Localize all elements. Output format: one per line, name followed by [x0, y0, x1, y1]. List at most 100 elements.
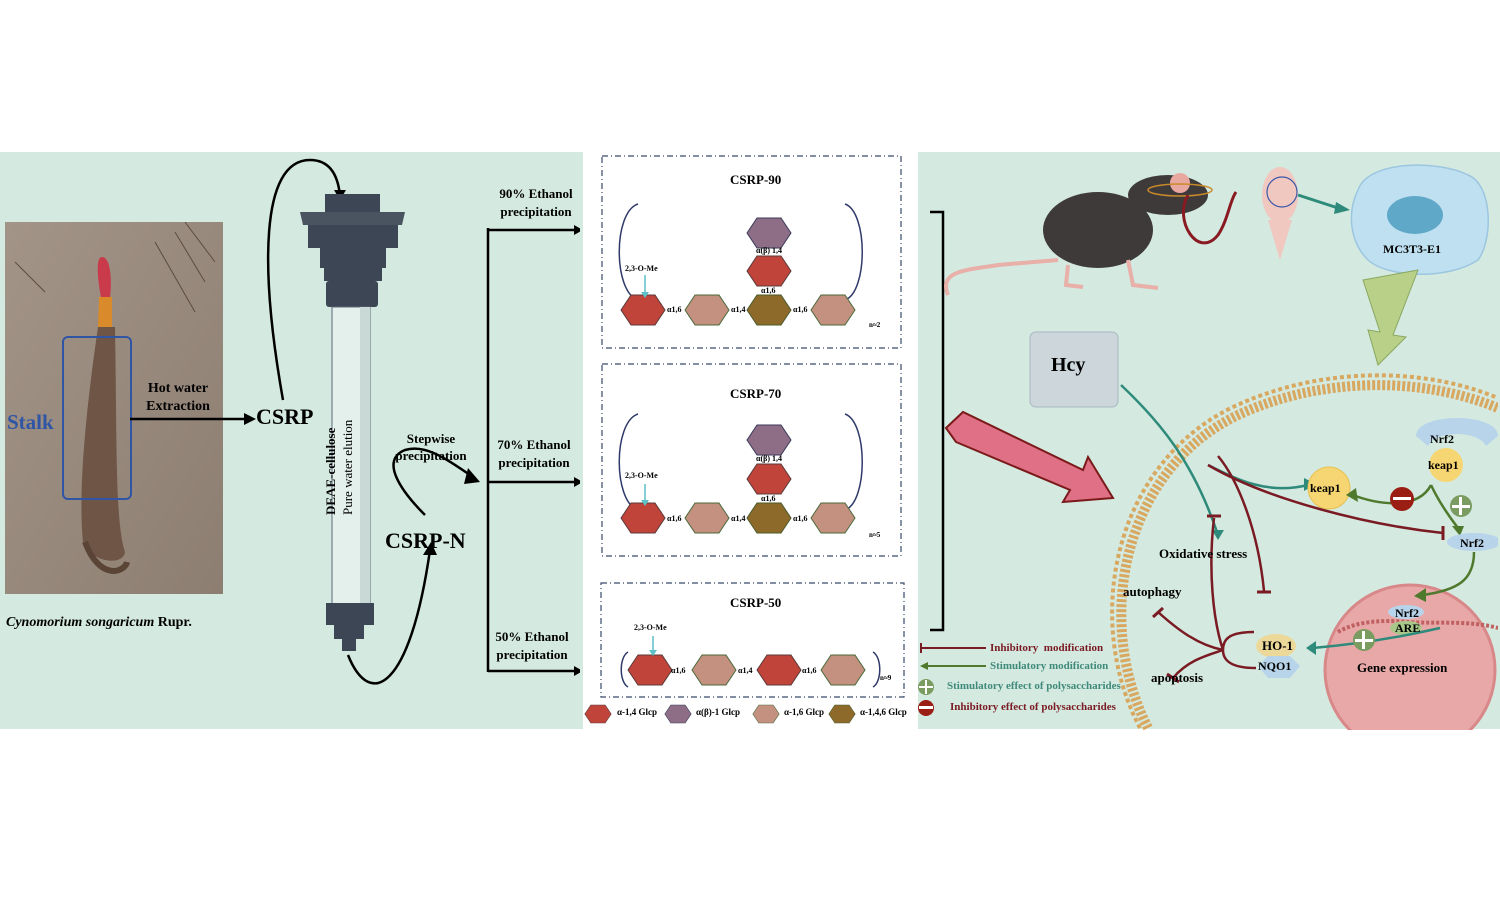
apoptosis-label: apoptosis: [1151, 670, 1204, 685]
branch-link-70: α1,6: [761, 494, 776, 503]
column-label: DEAE-cellulose Pure water elution: [322, 420, 356, 515]
arrow-extraction: [130, 413, 256, 425]
structure-box-70: [601, 363, 902, 557]
branch-70-line2: precipitation: [498, 455, 570, 470]
cell-nucleus: [1387, 196, 1443, 234]
group-bracket: [930, 210, 945, 632]
link-90-3: α1,6: [793, 305, 808, 314]
keap1-label: keap1: [1310, 481, 1341, 495]
csrp-label: CSRP: [256, 404, 314, 429]
repeat-70: n≈5: [869, 531, 881, 539]
mouse-illustration: [944, 173, 1213, 296]
link-70-3: α1,6: [793, 514, 808, 523]
sugar-legend-2: α(β)-1 Glcp: [696, 707, 741, 717]
stepwise-line1: Stepwise: [406, 431, 456, 446]
hcy-label: Hcy: [1051, 354, 1086, 376]
top-link-70: α(β) 1,4: [756, 454, 783, 463]
arrow-column-to-csrpn: [346, 549, 432, 685]
stalk-highlight-box: [62, 336, 132, 500]
ho1-label: HO-1: [1262, 638, 1294, 653]
stalk-label: Stalk: [7, 410, 54, 434]
gene-expression-label: Gene expression: [1357, 660, 1448, 675]
link-90-2: α1,4: [731, 305, 746, 314]
branch-label-70: 70% Ethanol precipitation: [486, 436, 582, 472]
structure-title-50: CSRP-50: [730, 595, 782, 610]
structure-title-70: CSRP-70: [730, 386, 782, 401]
species-author: Rupr.: [157, 615, 192, 630]
link-50-3: α1,6: [802, 666, 817, 675]
nrf2-node: [1447, 533, 1498, 551]
column-diagram: [266, 158, 580, 685]
methyl-label-50: 2,3-O-Me: [634, 623, 667, 632]
oxidative-stress-label: Oxidative stress: [1159, 546, 1248, 561]
nucleus-nrf2: [1388, 605, 1424, 619]
are-element: [1390, 621, 1422, 635]
link-50-2: α1,4: [738, 666, 753, 675]
extraction-line2: Extraction: [146, 399, 210, 414]
complex-nrf2-label: Nrf2: [1430, 432, 1454, 446]
legend-inhibitory-effect: Inhibitory effect of polysaccharides: [950, 701, 1116, 713]
extraction-label: Hot water Extraction: [138, 380, 218, 416]
green-down-arrow: [1362, 269, 1419, 366]
link-70-2: α1,4: [731, 514, 746, 523]
legend-inhibitory-mod: Inhibitory modification: [990, 642, 1104, 654]
methyl-label-70: 2,3-O-Me: [625, 471, 658, 480]
methyl-label-90: 2,3-O-Me: [625, 264, 658, 273]
repeat-50: n≈9: [880, 674, 892, 682]
branch-50-line2: precipitation: [496, 647, 568, 662]
big-pink-arrow: [944, 410, 1115, 504]
nqo1-node: [1258, 656, 1300, 678]
branch-link-90: α1,6: [761, 286, 776, 295]
repeat-90: n≈2: [869, 321, 881, 329]
branch-70-line1: 70% Ethanol: [497, 437, 571, 452]
nqo1-label: NQO1: [1258, 659, 1292, 673]
stepwise-label: Stepwise precipitation: [386, 430, 476, 464]
plant-illustration: [5, 222, 223, 594]
complex-keap1: [1429, 448, 1463, 482]
extraction-line1: Hot water: [147, 381, 209, 396]
species-label: Cynomorium songaricum Rupr.: [6, 615, 192, 631]
link-50-1: α1,6: [671, 666, 686, 675]
link-70-1: α1,6: [667, 514, 682, 523]
branch-90-line2: precipitation: [500, 204, 572, 219]
skull-arrow: [1182, 191, 1238, 245]
branch-90-line1: 90% Ethanol: [499, 186, 573, 201]
cell-membrane: [1116, 380, 1498, 730]
ho1-node: [1256, 634, 1296, 658]
plant-photo: [5, 222, 223, 594]
are-label: ARE: [1395, 621, 1421, 635]
skull-to-cell-arrow: [1297, 193, 1339, 210]
sugar-legend-3: α-1,6 Glcp: [784, 707, 825, 717]
arrow-stepwise: [392, 447, 471, 516]
cell-line-label: MC3T3-E1: [1383, 242, 1441, 256]
column-label-elution: Pure water elution: [340, 419, 355, 515]
csrpn-label: CSRP-N: [385, 528, 466, 553]
branch-label-90: 90% Ethanol precipitation: [488, 185, 584, 221]
structure-title-90: CSRP-90: [730, 172, 782, 187]
keap1-node: [1307, 466, 1351, 510]
skull-illustration: [1262, 167, 1298, 260]
top-link-90: α(β) 1,4: [756, 246, 783, 255]
column-cap: [325, 194, 380, 212]
branch-label-50: 50% Ethanol precipitation: [484, 628, 580, 664]
species-name: Cynomorium songaricum: [6, 615, 155, 630]
nrf2-complex: [1416, 418, 1498, 446]
arrow-csrp-to-column: [266, 158, 342, 401]
structures-svg: [584, 155, 905, 724]
structure-box-90: [601, 155, 902, 349]
sugar-legend-1: α-1,4 Glcp: [617, 707, 658, 717]
branch-50-line1: 50% Ethanol: [495, 629, 569, 644]
pathway-svg: [918, 164, 1498, 730]
link-90-1: α1,6: [667, 305, 682, 314]
nucleus-nrf2-label: Nrf2: [1395, 606, 1419, 620]
legend-stimulatory-effect: Stimulatory effect of polysaccharides: [947, 680, 1121, 692]
autophagy-label: autophagy: [1123, 584, 1182, 599]
complex-keap1-label: keap1: [1428, 458, 1459, 472]
structure-box-50: [600, 582, 905, 698]
hcy-box: [1029, 331, 1119, 408]
legend-stimulatory-mod: Stimulatory modification: [990, 660, 1109, 672]
nrf2-label: Nrf2: [1460, 536, 1484, 550]
column-label-deae: DEAE-cellulose: [323, 427, 338, 515]
sugar-legend-4: α-1,4,6 Glcp: [860, 707, 907, 717]
stepwise-line2: precipitation: [395, 448, 467, 463]
